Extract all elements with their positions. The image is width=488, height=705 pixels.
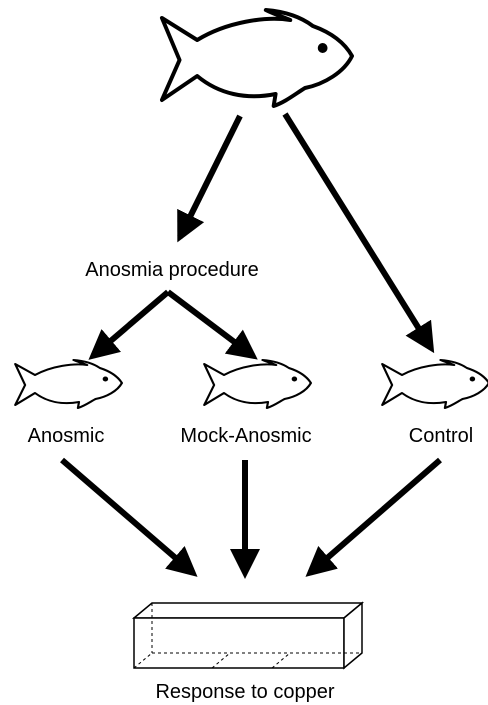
arrow-anosmic-to-tank <box>60 457 198 577</box>
control-fish-icon <box>381 358 488 410</box>
arrow-procedure-to-anosmic <box>88 289 170 360</box>
control-label: Control <box>408 425 474 447</box>
arrow-source-to-procedure <box>177 114 243 243</box>
mock-anosmic-label: Mock-Anosmic <box>180 425 312 447</box>
source-fish-icon <box>159 8 355 108</box>
anosmic-fish-icon <box>14 358 124 410</box>
tank-icon <box>131 601 365 670</box>
mock-anosmic-fish-icon <box>203 358 312 410</box>
response-label: Response to copper <box>155 681 335 703</box>
arrow-control-to-tank <box>305 457 442 577</box>
anosmic-label: Anosmic <box>27 425 105 447</box>
arrow-source-to-control <box>282 112 435 354</box>
procedure-label: Anosmia procedure <box>85 259 259 281</box>
arrow-procedure-to-mock-anosmic <box>166 289 258 360</box>
